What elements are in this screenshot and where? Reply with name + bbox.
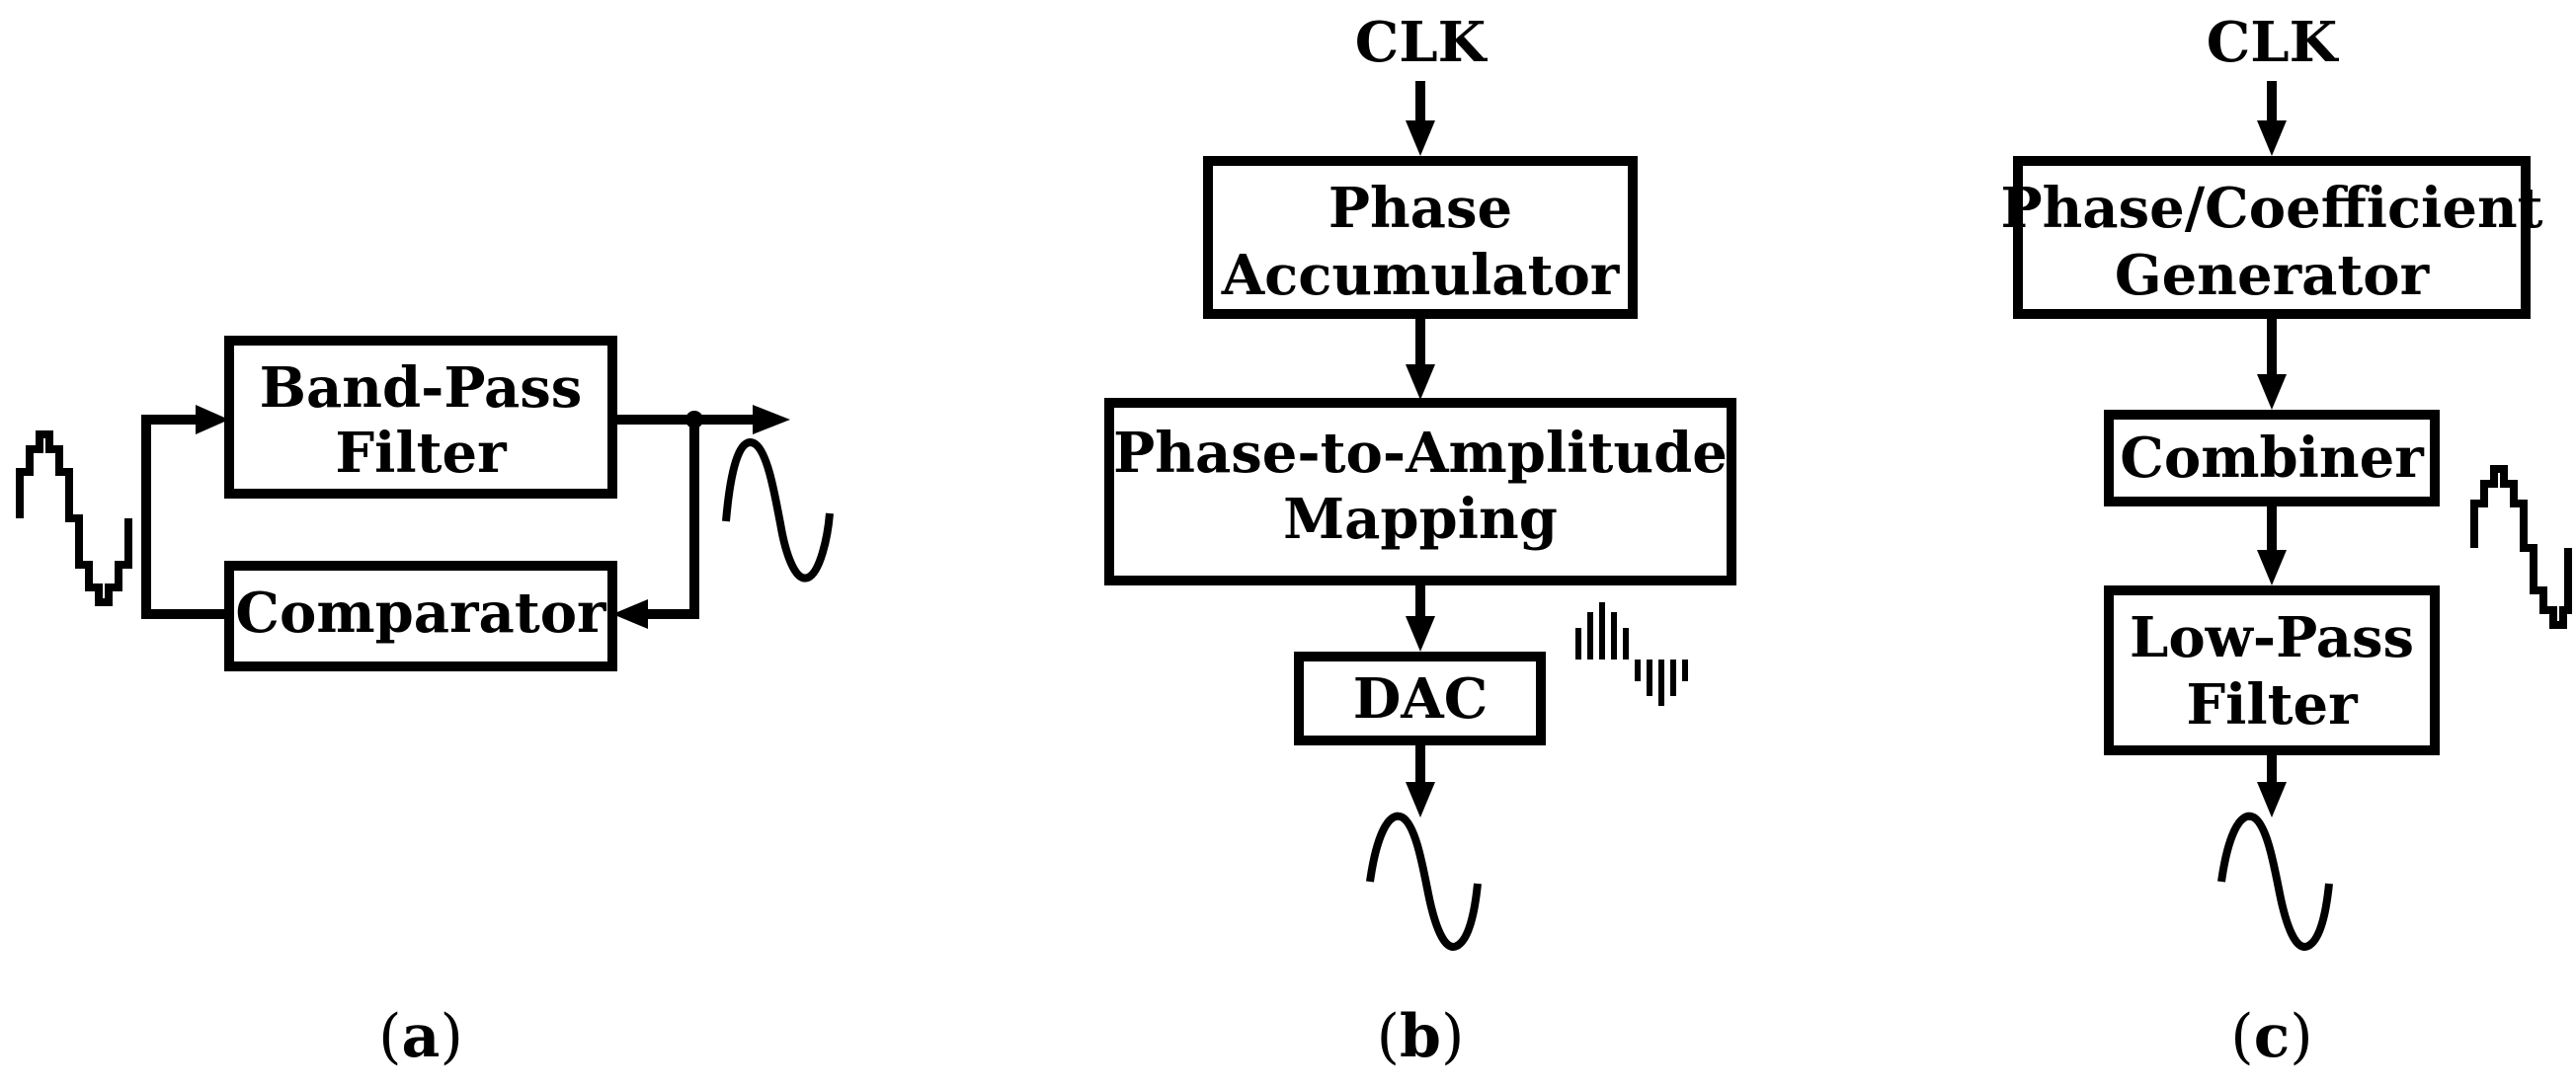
comb-to-lpf-arrow: [2257, 550, 2287, 585]
phase-coefficient-generator-block: Phase/Coefficient Generator: [2000, 156, 2543, 319]
staircase-sine-icon: [2470, 465, 2572, 629]
bandpass-label-line2: Filter: [335, 421, 508, 486]
branch-wire: [647, 420, 699, 619]
phase-to-amplitude-block: Phase-to-Amplitude Mapping: [1104, 398, 1736, 585]
phase-acc-line1: Phase: [1328, 176, 1512, 241]
bpf-input-arrow: [196, 405, 229, 434]
panel-b: CLK Phase Accumulator Phase-to-Amplitude…: [1104, 10, 1736, 1071]
phase-acc-line2: Accumulator: [1221, 243, 1621, 308]
sine-wave-icon: [722, 438, 834, 583]
comparator-input-arrow: [612, 599, 648, 629]
output-arrow: [753, 405, 790, 434]
comparator-label: Comparator: [235, 581, 607, 646]
sine-wave-icon: [2217, 812, 2333, 951]
map-to-dac-arrow: [1406, 616, 1435, 652]
caption-a: (a): [378, 1002, 463, 1071]
p2a-line2: Mapping: [1283, 487, 1558, 552]
gen-to-comb-arrow: [2257, 374, 2287, 410]
panel-c: CLK Phase/Coefficient Generator Combiner…: [2000, 10, 2572, 1071]
clk-arrow-b: [1406, 120, 1435, 156]
caption-b: (b): [1377, 1002, 1465, 1071]
dac-label: DAC: [1353, 666, 1489, 732]
sample-bars-icon: [1575, 602, 1688, 706]
feedback-wire: [141, 415, 229, 619]
staircase-sine-icon: [16, 430, 132, 606]
lpf-out-arrow: [2257, 782, 2287, 817]
lowpass-line2: Filter: [2186, 672, 2359, 738]
dac-block: DAC: [1294, 652, 1546, 745]
phase-accumulator-block: Phase Accumulator: [1203, 156, 1638, 319]
p2a-line1: Phase-to-Amplitude: [1113, 421, 1728, 486]
clock-label-c: CLK: [2207, 10, 2340, 75]
caption-c: (c): [2230, 1002, 2312, 1071]
combiner-label: Combiner: [2120, 426, 2425, 491]
comparator-block: Comparator: [224, 561, 617, 671]
bandpass-label-line1: Band-Pass: [260, 355, 583, 421]
generator-line2: Generator: [2115, 243, 2431, 308]
sine-wave-icon: [1366, 812, 1482, 951]
clock-label-b: CLK: [1355, 10, 1489, 75]
dac-out-arrow: [1406, 782, 1435, 817]
clk-arrow-c: [2257, 120, 2287, 156]
lowpass-line1: Low-Pass: [2130, 605, 2414, 670]
acc-to-map-arrow: [1406, 364, 1435, 400]
lowpass-filter-block: Low-Pass Filter: [2104, 585, 2440, 755]
bandpass-filter-block: Band-Pass Filter: [224, 336, 617, 499]
generator-line1: Phase/Coefficient: [2000, 176, 2542, 241]
combiner-block: Combiner: [2104, 410, 2440, 506]
panel-a: Band-Pass Filter Comparator (a): [16, 336, 834, 1071]
